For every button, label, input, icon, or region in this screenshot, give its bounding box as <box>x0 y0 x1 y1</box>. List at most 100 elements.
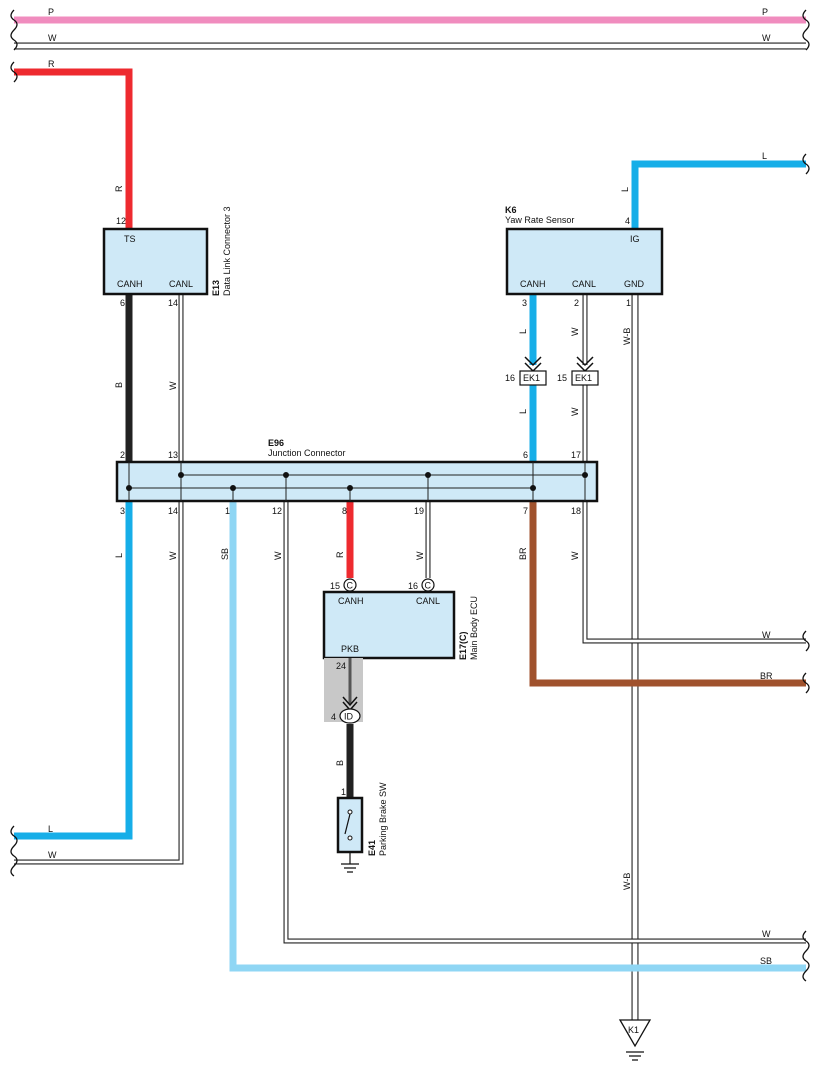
wire-label: L <box>620 187 630 192</box>
e96-pin: 2 <box>120 450 125 460</box>
wire-end-mark <box>10 9 18 51</box>
e13-data-link-connector[interactable]: TS CANH CANL 12 6 14 E13 Data Link Conne… <box>102 206 232 308</box>
wire-end-mark <box>10 825 18 877</box>
id-connector[interactable]: 24 ID 4 <box>324 658 363 724</box>
e96-pin: 6 <box>523 450 528 460</box>
k1-triangle <box>618 1019 652 1048</box>
wires <box>14 16 806 1020</box>
ek1-pin-a: 16 <box>505 373 515 383</box>
e96-box <box>115 460 599 503</box>
e96-pin: 8 <box>342 506 347 516</box>
wire-label: B <box>114 382 124 388</box>
wire-l-k6 <box>631 160 806 229</box>
wire-label: W <box>273 551 283 560</box>
wire-r-e13 <box>14 68 133 229</box>
wire-label: SB <box>760 956 772 966</box>
ek1-code: EK1 <box>523 373 540 383</box>
ek1-box <box>519 370 547 386</box>
e41-box <box>336 796 364 854</box>
wire-end-marks <box>10 9 810 982</box>
ek1-pin-b: 15 <box>557 373 567 383</box>
e13-code: E13 <box>211 280 221 296</box>
k6-ig-label: IG <box>630 234 640 244</box>
ek1-connector-b[interactable]: EK1 15 <box>557 356 599 386</box>
k1-ground-point[interactable]: K1 <box>618 1019 652 1061</box>
e13-pin-ts: 12 <box>116 216 126 226</box>
wire-label: W <box>762 929 771 939</box>
e17-conn-label: C <box>347 581 354 591</box>
wire-label: P <box>762 7 768 17</box>
wire-outline <box>582 501 806 644</box>
id-code: ID <box>344 712 354 722</box>
e13-pin-canl: 14 <box>168 298 178 308</box>
wire-label: SB <box>220 548 230 560</box>
wire-label: W-B <box>622 873 632 890</box>
wire-label: W <box>570 551 580 560</box>
e13-ts-label: TS <box>124 234 136 244</box>
e96-junction-connector[interactable]: E96 Junction Connector 2 13 6 <box>115 438 599 516</box>
wire-end-mark <box>802 630 810 652</box>
k6-canl-label: CANL <box>572 279 596 289</box>
junction-dot <box>283 472 289 478</box>
wire-outline <box>283 501 806 944</box>
wire-label: L <box>48 824 53 834</box>
junction-dot <box>230 485 236 491</box>
wire-label: W <box>168 381 178 390</box>
wire-label: L <box>518 409 528 414</box>
k6-pin-gnd: 1 <box>626 298 631 308</box>
e96-junction-dots <box>126 472 588 491</box>
wire-label: W <box>48 850 57 860</box>
wire-br-e96-right <box>529 501 806 687</box>
e41-name: Parking Brake SW <box>378 782 388 856</box>
wire-w-e96-right <box>583 501 806 643</box>
k6-yaw-rate-sensor[interactable]: K6 Yaw Rate Sensor IG CANH CANL GND 4 3 … <box>505 205 664 308</box>
wire-label: L <box>114 553 124 558</box>
e96-pin: 3 <box>120 506 125 516</box>
wire-label: R <box>335 551 345 558</box>
wire-w-e96-bottom <box>284 501 806 943</box>
e96-pin: 17 <box>571 450 581 460</box>
e41-contact <box>347 809 353 815</box>
e41-contact <box>347 835 353 841</box>
e96-pin: 7 <box>523 506 528 516</box>
wire-label: W <box>570 327 580 336</box>
e41-pin: 1 <box>341 787 346 797</box>
k6-pin-canl: 2 <box>574 298 579 308</box>
e17-main-body-ecu[interactable]: C C 15 16 CANH CANL PKB E17(C) Main Body… <box>322 578 479 660</box>
wire-label: B <box>335 760 345 766</box>
e96-bus-lines <box>128 462 586 501</box>
wire-label: W <box>762 630 771 640</box>
e96-code: E96 <box>268 438 284 448</box>
e41-parking-brake-switch[interactable]: 1 E41 Parking Brake SW <box>336 782 388 873</box>
ek1-connector-a[interactable]: EK1 16 <box>505 356 547 386</box>
e41-switch-arm <box>344 813 351 835</box>
junction-dot <box>530 485 536 491</box>
wire-label: L <box>518 329 528 334</box>
e41-code: E41 <box>367 840 377 856</box>
e13-box <box>102 227 209 296</box>
wire-outline <box>14 501 184 865</box>
e96-pin: 19 <box>414 506 424 516</box>
e96-pin: 12 <box>272 506 282 516</box>
ek1-box <box>571 370 599 386</box>
id-pin: 4 <box>331 712 336 722</box>
e96-pin: 18 <box>571 506 581 516</box>
id-ellipse <box>339 708 361 724</box>
e13-name: Data Link Connector 3 <box>222 206 232 296</box>
wire-label: R <box>48 59 55 69</box>
wire-label: W <box>415 551 425 560</box>
wire-label: W <box>48 33 57 43</box>
e96-pin: 1 <box>225 506 230 516</box>
k6-code: K6 <box>505 205 517 215</box>
wire-end-mark <box>802 153 810 175</box>
e17-box <box>322 590 456 660</box>
k6-pin-ig: 4 <box>625 216 630 226</box>
wire-end-mark <box>10 61 18 83</box>
e96-pin: 13 <box>168 450 178 460</box>
wire-label: BR <box>518 547 528 560</box>
e17-pin-canl: 16 <box>408 581 418 591</box>
k6-canh-label: CANH <box>520 279 546 289</box>
e13-canl-label: CANL <box>169 279 193 289</box>
wire-label: W <box>570 407 580 416</box>
